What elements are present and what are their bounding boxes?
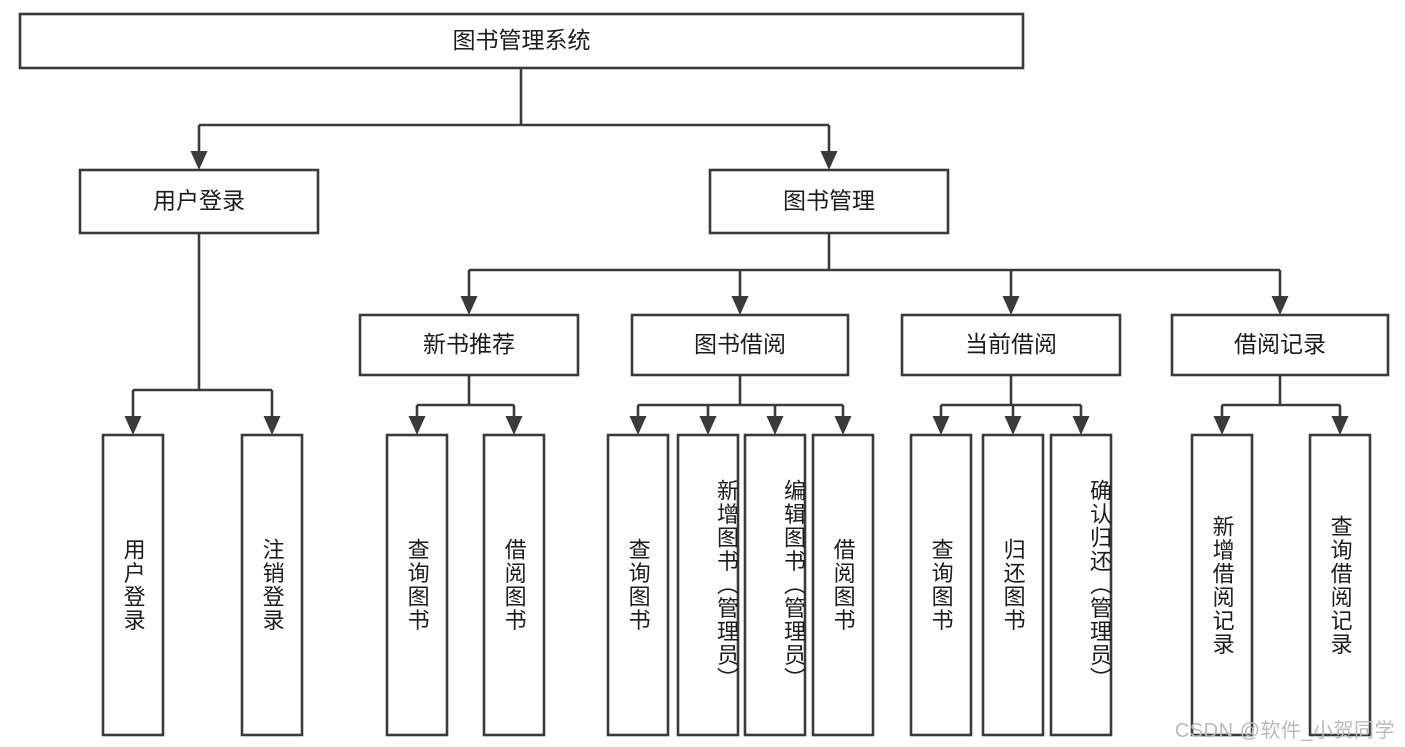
connector-arrow-icon [699,416,717,435]
node-leaf-return-book[interactable] [981,433,1045,737]
node-book-borrow[interactable] [630,313,850,377]
node-leaf-logout-login[interactable] [240,433,304,737]
node-leaf-query-book-1[interactable] [385,433,449,737]
node-book-borrow-label: 图书借阅 [694,331,786,357]
node-current-borrow-label: 当前借阅 [965,331,1057,357]
connector-arrow-icon [1004,416,1022,435]
connector-arrow-icon [1002,296,1020,315]
node-leaf-borrow-book-2[interactable] [811,433,875,737]
node-leaf-confirm-return-admin[interactable] [1049,433,1113,737]
node-leaf-edit-book-admin[interactable] [743,433,807,737]
connector-arrow-icon [731,296,749,315]
connector-arrow-icon [460,296,478,315]
node-leaf-add-book-admin[interactable] [676,433,740,737]
node-leaf-user-login[interactable] [101,433,165,737]
connector-arrow-icon [932,416,950,435]
watermark-text: CSDN @软件_小贺同学 [1174,720,1395,742]
node-new-book-recommend[interactable] [358,313,580,377]
connector-arrow-icon [263,416,281,435]
connector-arrow-icon [124,416,142,435]
connector-arrow-icon [1271,296,1289,315]
connectors-layer [124,68,1349,435]
connector-arrow-icon [766,416,784,435]
node-root-system[interactable] [18,12,1025,70]
node-current-borrow[interactable] [900,313,1122,377]
node-user-login-label: 用户登录 [153,188,245,214]
node-user-login[interactable] [78,168,320,235]
connector-arrow-icon [1331,416,1349,435]
connector-arrow-icon [629,416,647,435]
node-borrow-record[interactable] [1170,313,1390,377]
node-leaf-query-book-2[interactable] [606,433,670,737]
node-root-label: 图书管理系统 [453,27,591,53]
connector-arrow-icon [834,416,852,435]
node-book-manage[interactable] [708,168,950,235]
node-new-book-recommend-label: 新书推荐 [423,331,515,357]
node-borrow-record-label: 借阅记录 [1234,331,1326,357]
connector-arrow-icon [1072,416,1090,435]
connector-arrow-icon [1213,416,1231,435]
connector-arrow-icon [408,416,426,435]
connector-arrow-icon [820,151,838,170]
node-leaf-query-borrow-record[interactable] [1308,433,1372,737]
connector-arrow-icon [190,151,208,170]
node-book-manage-label: 图书管理 [783,188,875,214]
connector-arrow-icon [505,416,523,435]
node-leaf-add-borrow-record[interactable] [1190,433,1254,737]
node-leaf-query-book-3[interactable] [909,433,973,737]
node-leaf-borrow-book-1[interactable] [482,433,546,737]
